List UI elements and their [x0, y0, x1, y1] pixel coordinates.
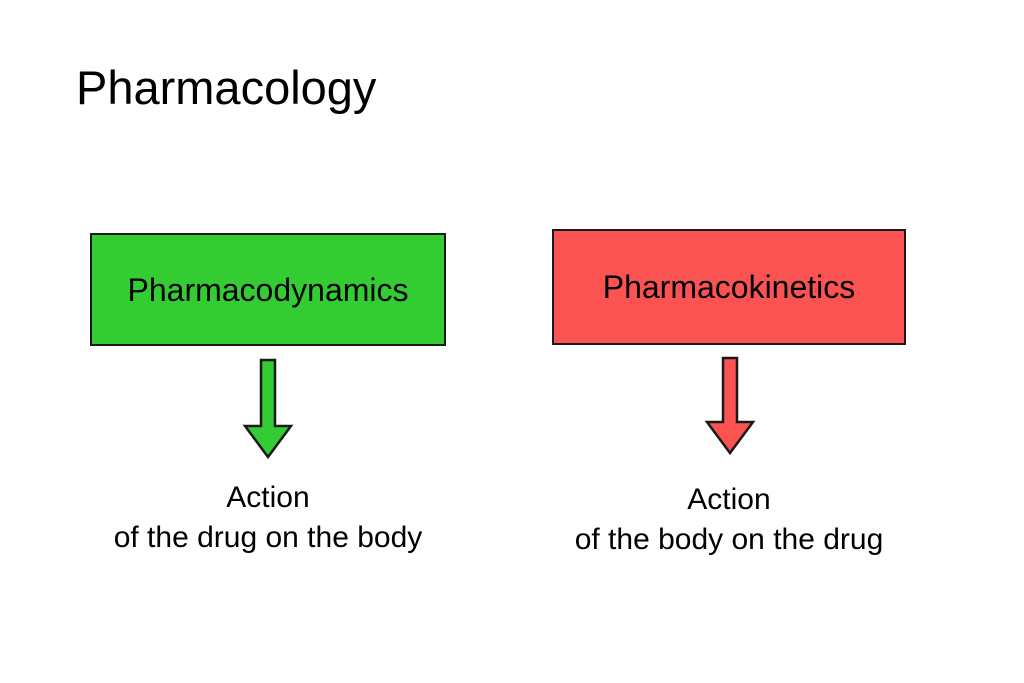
branch-pharmacodynamics: Pharmacodynamics Action of the drug on t…: [58, 0, 478, 683]
page-title: Pharmacology: [76, 61, 377, 114]
concept-box-pharmacokinetics[interactable]: Pharmacokinetics: [552, 229, 906, 345]
caption-pharmacokinetics: Action of the body on the drug: [519, 480, 939, 560]
concept-box-label: Pharmacodynamics: [127, 271, 409, 308]
caption-line-2: of the body on the drug: [574, 523, 884, 556]
down-arrow-icon-pharmacokinetics: [704, 356, 756, 458]
down-arrow-icon-pharmacodynamics: [242, 358, 294, 460]
caption-line-2: of the drug on the body: [113, 521, 423, 554]
caption-line-1: Action: [226, 481, 310, 514]
branch-pharmacokinetics: Pharmacokinetics Action of the body on t…: [519, 0, 939, 683]
caption-pharmacodynamics: Action of the drug on the body: [58, 478, 478, 558]
concept-box-pharmacodynamics[interactable]: Pharmacodynamics: [90, 233, 446, 346]
caption-line-1: Action: [687, 483, 771, 516]
concept-box-label: Pharmacokinetics: [602, 269, 856, 305]
